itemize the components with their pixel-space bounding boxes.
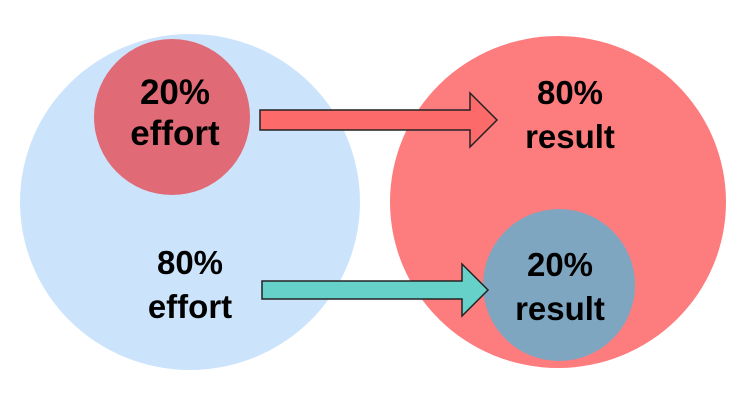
bottom-arrow <box>261 262 490 318</box>
small-result-percent: 20% <box>527 246 593 283</box>
small-effort-percent: 20% <box>140 73 210 112</box>
large-effort-percent: 80% <box>157 244 223 281</box>
large-effort-word: effort <box>148 288 232 325</box>
large-result-word: result <box>525 118 615 155</box>
top-arrow <box>259 91 499 149</box>
small-effort-circle <box>94 39 250 195</box>
small-result-circle <box>483 209 635 361</box>
large-result-percent: 80% <box>537 74 603 111</box>
small-effort-word: effort <box>130 114 220 153</box>
small-result-word: result <box>515 290 605 327</box>
